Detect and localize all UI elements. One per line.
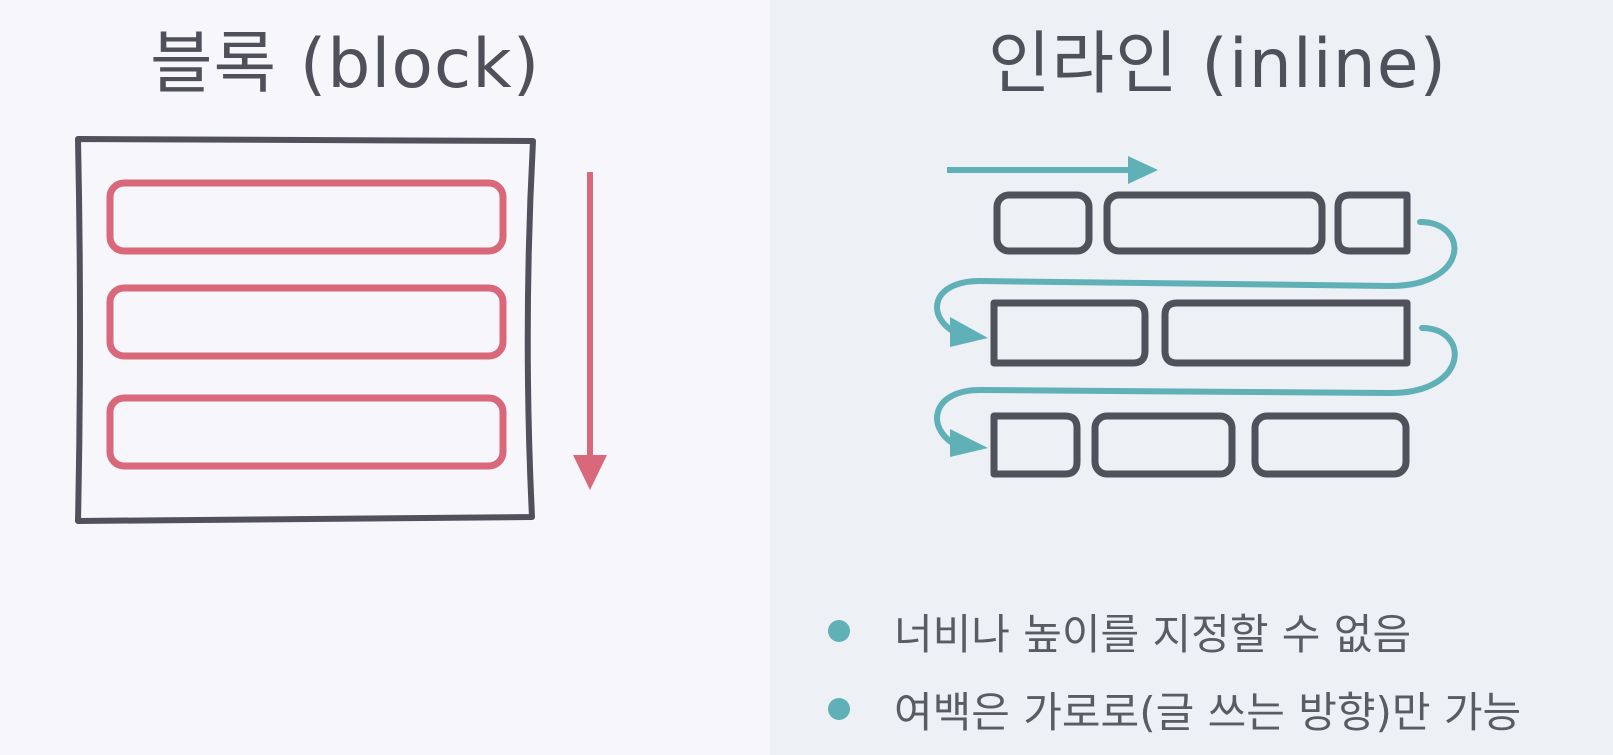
inline-box-r1-2 bbox=[1103, 191, 1326, 255]
block-panel: 블록 (block) bbox=[0, 0, 770, 755]
inline-flow-arrow-head bbox=[1128, 156, 1158, 184]
inline-box-r1-1 bbox=[993, 191, 1093, 255]
block-child-3 bbox=[106, 394, 507, 470]
inline-flow-wrap-2 bbox=[934, 325, 1458, 449]
inline-note-text: 너비나 높이를 지정할 수 없음 bbox=[894, 609, 1412, 659]
block-direction-arrow-head bbox=[573, 455, 607, 490]
block-child-2 bbox=[106, 284, 507, 360]
inline-box-r2-1 bbox=[990, 299, 1149, 367]
block-title: 블록 (block) bbox=[150, 25, 541, 104]
inline-note-item: 너비나 높이를 지정할 수 없음 bbox=[828, 592, 1521, 670]
block-child-1 bbox=[106, 179, 507, 255]
block-diagram bbox=[75, 136, 607, 524]
inline-note-item: 여백은 가로로(글 쓰는 방향)만 가능 bbox=[828, 670, 1521, 748]
inline-box-r3-1 bbox=[990, 412, 1081, 478]
inline-box-r3-2 bbox=[1091, 412, 1236, 478]
inline-title: 인라인 (inline) bbox=[988, 25, 1448, 104]
inline-flow-wrap-2-head bbox=[950, 429, 988, 457]
block-container-frame bbox=[75, 136, 536, 524]
inline-note-text: 여백은 가로로(글 쓰는 방향)만 가능 bbox=[894, 687, 1522, 737]
inline-notes-list: 너비나 높이를 지정할 수 없음 여백은 가로로(글 쓰는 방향)만 가능 bbox=[828, 592, 1521, 748]
inline-flow-wrap-1-head bbox=[950, 317, 988, 347]
inline-panel: 인라인 (inline) 너비나 높이를 지정할 수 없음 여백은 가로로(글 … bbox=[770, 0, 1613, 755]
bullet-dot-icon bbox=[828, 698, 850, 720]
inline-box-r2-2 bbox=[1161, 299, 1411, 367]
inline-box-r1-3 bbox=[1334, 191, 1411, 255]
inline-diagram bbox=[934, 156, 1458, 478]
inline-box-r3-3 bbox=[1251, 412, 1410, 478]
bullet-dot-icon bbox=[828, 620, 850, 642]
inline-flow-wrap-1 bbox=[934, 219, 1458, 337]
